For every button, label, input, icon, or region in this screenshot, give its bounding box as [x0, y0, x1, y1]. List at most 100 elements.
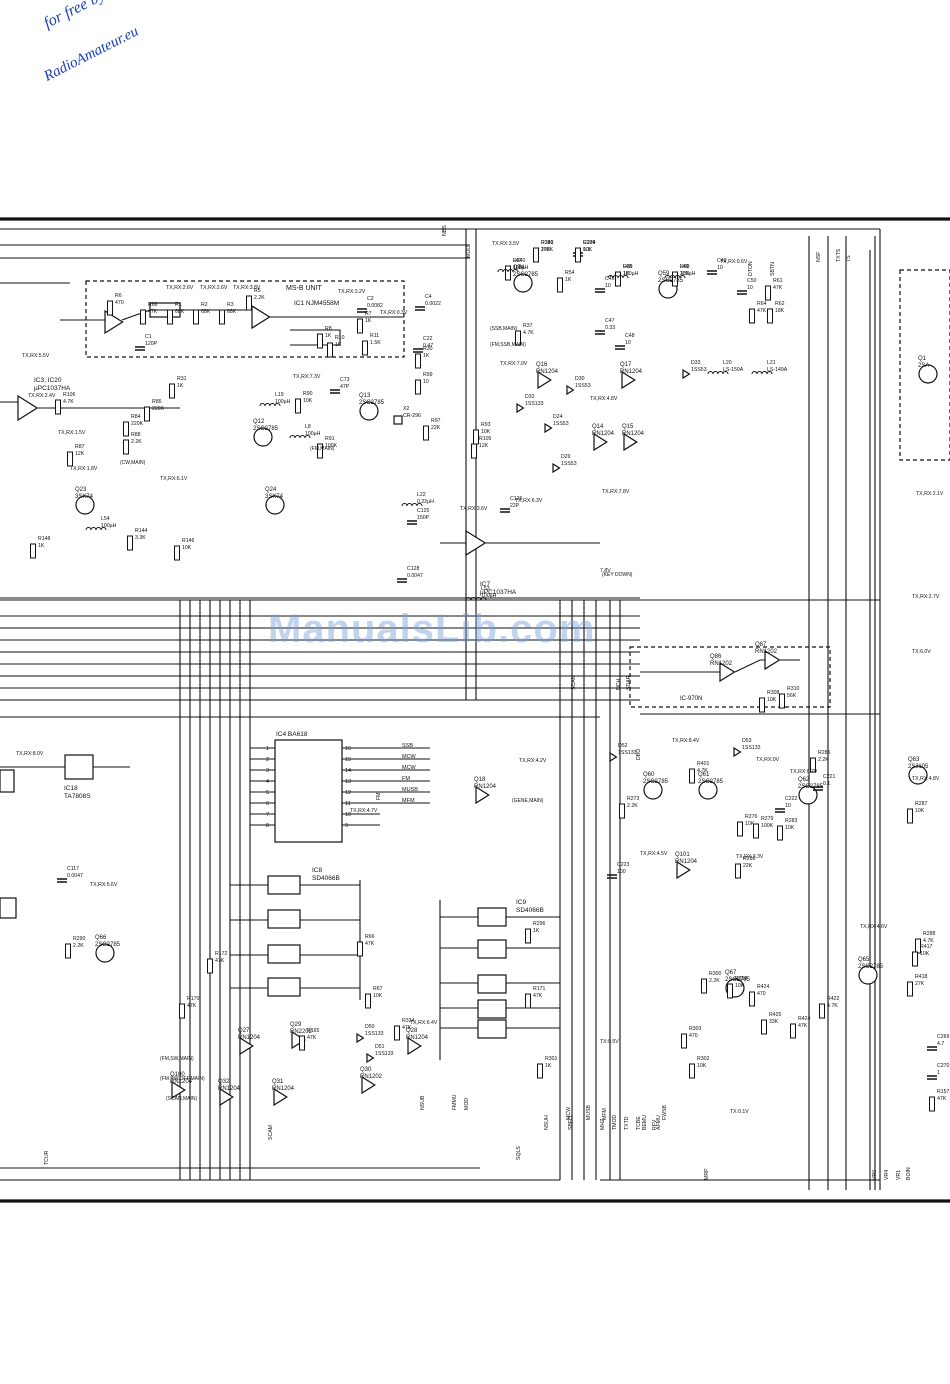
mode-note: (FM,MAIN) [310, 446, 335, 452]
component-value: 47K [307, 1035, 317, 1041]
component-ref: L22 [417, 492, 426, 498]
component-ref: C47 [605, 318, 615, 324]
signal-name: VR1 [896, 1170, 902, 1180]
transistor-part-q31: RN1204 [272, 1086, 295, 1092]
transistor-q74 [513, 273, 533, 293]
signal-name: SQLS [516, 1146, 522, 1160]
voltage-annotation: TX,RX:3.8V [233, 285, 261, 291]
ic4-output-label: MUSB [402, 787, 418, 793]
component-ref: R286 [743, 856, 756, 862]
signal-name: FM [376, 793, 382, 801]
resistor-r97 [423, 425, 429, 441]
ic4-pin-number: 16 [345, 746, 351, 752]
component-value: 120P [145, 341, 158, 347]
resistor-r11 [362, 340, 368, 356]
ic8-gate [267, 977, 301, 997]
inductor-l54 [90, 527, 97, 531]
component-ref: D32 [525, 394, 535, 400]
resistor-r286 [735, 863, 741, 879]
resistor-r424 [749, 991, 755, 1007]
ic7-part-label: µPC1037HA [480, 589, 517, 596]
transistor-part-q74: 2SC2785 [513, 272, 539, 278]
signal-name: DTON [748, 261, 754, 276]
component-ref: R287 [915, 801, 928, 807]
voltage-annotation: TX,RX:2.6V [200, 285, 228, 291]
component-ref: R418 [915, 974, 928, 980]
component-value: 2.2K [131, 439, 142, 445]
ic7-opamp [465, 529, 487, 557]
component-value: 47P [340, 384, 350, 390]
voltage-annotation: TX,RX:7.0V [500, 361, 528, 367]
component-ref: L48 [623, 264, 632, 270]
ic4-pin-number: 11 [345, 801, 351, 807]
component-value: 0.0047 [407, 573, 423, 579]
transistor-ref-q86: Q86 [710, 654, 722, 660]
component-ref: R5 [254, 288, 261, 294]
transistor-q31 [273, 1087, 288, 1107]
component-value: 12K [75, 451, 85, 457]
signal-name: FWSB [662, 1104, 668, 1120]
component-ref: R88 [131, 432, 141, 438]
transistor-part-q14: RN1204 [592, 431, 615, 437]
ic18-part-label: TA7808S [64, 793, 91, 800]
signal-name: MCW [566, 1107, 572, 1120]
component-value: 27K [915, 981, 925, 987]
resistor-r157 [929, 1096, 935, 1112]
component-ref: C269 [937, 1034, 950, 1040]
transistor-part-q61: 2SC2785 [698, 779, 724, 785]
component-value: 2.2K [73, 943, 84, 949]
transistor-ref-q60: Q60 [643, 772, 655, 778]
resistor-r148 [30, 543, 36, 559]
resistor-r146 [174, 545, 180, 561]
component-value: 47K [937, 1096, 947, 1102]
component-ref: R148 [38, 536, 51, 542]
mode-note: (GENE,MAIN) [512, 798, 544, 804]
component-ref: R31 [177, 376, 187, 382]
resistor-r170 [179, 1003, 185, 1019]
resistor-r5 [246, 295, 252, 311]
component-ref: C294 [583, 240, 596, 246]
voltage-annotation: 7.8V [600, 568, 611, 574]
signal-name: SBFO [568, 1116, 574, 1130]
transistor-q63 [908, 765, 928, 785]
component-value: 47K [757, 308, 767, 314]
component-ref: C128 [407, 566, 420, 572]
resistor-r90 [295, 398, 301, 414]
transistor-ref-q28: Q28 [406, 1028, 418, 1034]
component-ref: R157 [937, 1089, 950, 1095]
transistor-part-q62: 2SC2785 [798, 784, 824, 790]
resistor-r303 [681, 1033, 687, 1049]
component-value: 10K [182, 545, 192, 551]
transistor-ref-q32: Q32 [218, 1079, 230, 1085]
transistor-ref-q29: Q29 [290, 1022, 302, 1028]
signal-name: TXTS [836, 248, 842, 262]
component-value: 1SS133 [618, 750, 637, 756]
transistor-q62 [798, 785, 818, 805]
component-ref: R93 [481, 422, 491, 428]
component-ref: D30 [575, 376, 585, 382]
component-ref: R424 [798, 1016, 811, 1022]
voltage-annotation: TX,RX:3.5V [492, 241, 520, 247]
voltage-annotation: TX,RX:2.7V [912, 594, 940, 600]
component-ref: R310 [787, 686, 800, 692]
transistor-part-q87: RN1202 [755, 649, 778, 655]
ic4-pin-number: 3 [266, 768, 269, 774]
q1-transistor [918, 364, 938, 384]
voltage-annotation: TX:6.0V [912, 649, 931, 655]
component-value: 1K [423, 353, 430, 359]
inductor-l54 [100, 527, 107, 531]
resistor-r418 [907, 981, 913, 997]
component-value: 1SS133 [365, 1031, 384, 1037]
ic18-label: IC18 [64, 785, 78, 792]
transistor-part-q66: 2SC2785 [95, 942, 121, 948]
ic4-output-label: FM [402, 776, 410, 782]
resistor-r3 [219, 309, 225, 325]
signal-name: DBO [636, 749, 642, 760]
ic8-gate [267, 944, 301, 964]
transistor-q32 [219, 1087, 234, 1107]
voltage-annotation: TX:0.5V [600, 1039, 619, 1045]
inductor-l47 [512, 269, 519, 273]
ic9-gate [477, 939, 507, 959]
component-value: 4.7K [63, 399, 74, 405]
component-ref: R379 [583, 240, 596, 246]
